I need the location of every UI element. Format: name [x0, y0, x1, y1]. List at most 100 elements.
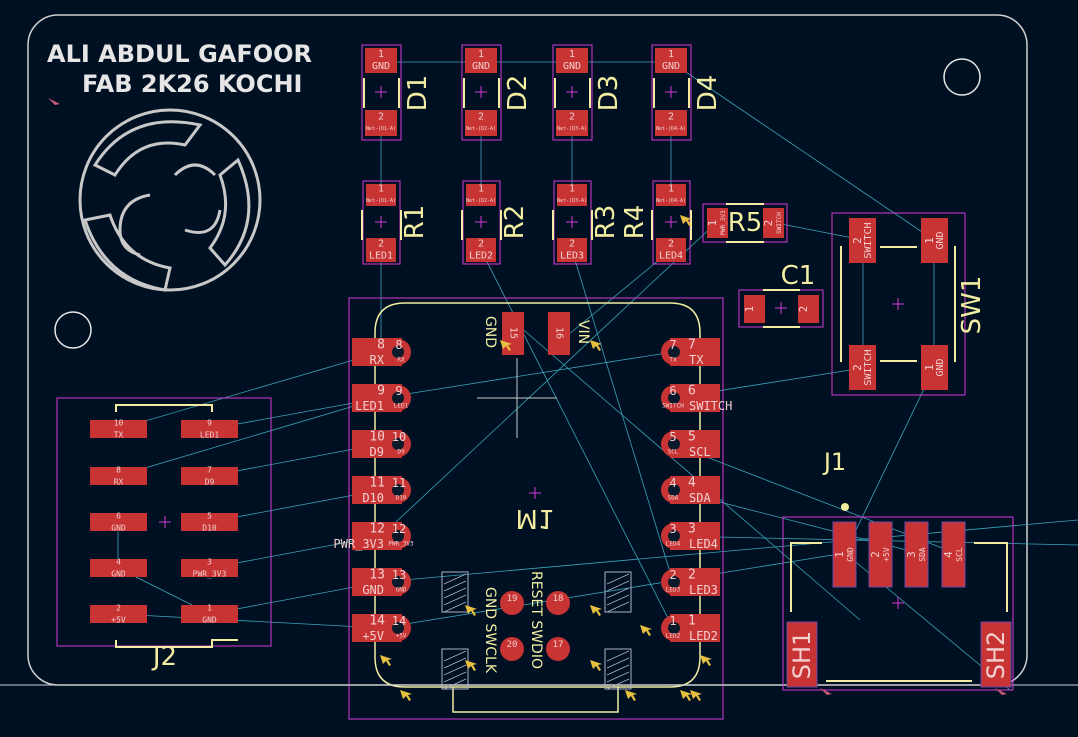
pad[interactable] [557, 238, 587, 262]
pad-number: 1 [743, 306, 756, 313]
pad[interactable] [921, 345, 948, 390]
pad[interactable] [465, 110, 497, 136]
pad-number: 2 [569, 112, 575, 123]
pad[interactable] [868, 521, 893, 588]
led-courtyard-D3[interactable] [552, 44, 593, 141]
pad[interactable] [707, 208, 728, 238]
hatch-line [606, 650, 630, 662]
pad-net-label: GND [563, 61, 581, 72]
pad[interactable] [90, 513, 147, 531]
pad[interactable] [655, 48, 687, 73]
keepout-zone [604, 571, 632, 613]
pad-net-label: LED4 [659, 251, 683, 262]
pad[interactable] [941, 521, 966, 588]
pad[interactable] [556, 48, 588, 73]
pad-net-label: LED2 [689, 629, 718, 643]
pad-number: 2 [668, 112, 674, 123]
pad[interactable] [655, 110, 687, 136]
pad-number: 2 [478, 112, 484, 123]
pad-net-label: SCL [955, 547, 964, 562]
pad[interactable] [366, 238, 396, 262]
drill-hole [392, 576, 404, 588]
pad[interactable] [466, 184, 496, 206]
hatch-line [443, 587, 467, 599]
pad-net-label: Net-(D1-A) [366, 126, 396, 132]
pad[interactable] [656, 238, 686, 262]
pad[interactable] [849, 345, 876, 390]
pad-round[interactable] [500, 637, 524, 661]
pad[interactable] [465, 48, 497, 73]
pad-round[interactable] [546, 637, 570, 661]
pad[interactable] [556, 110, 588, 136]
pad[interactable] [181, 467, 238, 485]
pad[interactable] [365, 110, 397, 136]
drc-marker-icon [465, 605, 477, 616]
pad-number-small: 9 [395, 384, 402, 398]
pad[interactable] [904, 521, 929, 588]
pad-number-small: 10 [392, 430, 406, 444]
pad-net-label-small: LED4 [666, 541, 681, 548]
pad-net-label-small: PWR_3V3 [388, 541, 414, 548]
j1-courtyard[interactable] [782, 516, 1014, 691]
pad-number: 16 [554, 327, 565, 339]
pad-number: 3 [207, 558, 212, 567]
pad-number-small: 8 [395, 338, 402, 352]
pad-round[interactable] [500, 591, 524, 615]
shield-pad[interactable] [786, 621, 818, 688]
mounting-hole [54, 311, 92, 349]
pad-net-label-small: D10 [396, 495, 407, 502]
led-courtyard-D2[interactable] [461, 44, 502, 141]
hatch-line [606, 664, 630, 676]
pad[interactable] [366, 184, 396, 206]
pad[interactable] [90, 605, 147, 623]
ratsnest-line [117, 351, 382, 430]
pad[interactable] [365, 48, 397, 73]
j2-reference-label: J2 [151, 642, 177, 672]
pad[interactable] [90, 467, 147, 485]
led-courtyard-D4[interactable] [651, 44, 692, 141]
shield-pad[interactable] [980, 621, 1012, 688]
pad[interactable] [181, 605, 238, 623]
pad-net-label: TX [114, 431, 124, 440]
pad[interactable] [90, 420, 147, 438]
pad-net-label-small: +5V [396, 633, 407, 640]
j1-reference-label: J1 [822, 448, 846, 476]
pad-net-label: PWR_3V3 [720, 210, 727, 236]
led-courtyard-D1[interactable] [361, 44, 402, 141]
pad[interactable] [548, 312, 570, 355]
pad-number: 4 [116, 558, 121, 567]
hatch-line [606, 601, 630, 613]
usb-outline [452, 687, 619, 713]
pad-net-label: GND [111, 570, 126, 579]
pad[interactable] [466, 238, 496, 262]
pad[interactable] [832, 521, 857, 588]
pad[interactable] [921, 218, 948, 263]
pad[interactable] [849, 218, 876, 263]
drc-marker-icon [640, 625, 652, 636]
pad-number: 1 [378, 184, 384, 195]
anchor-marker-icon [820, 688, 832, 695]
pad[interactable] [557, 184, 587, 206]
keepout-zone [441, 648, 469, 690]
pad-number-small: 14 [392, 614, 406, 628]
board-title-line-1: ALI ABDUL GAFOOR [47, 40, 312, 68]
pad[interactable] [744, 295, 765, 323]
pad-number-small: 2 [669, 568, 676, 582]
pad[interactable] [181, 420, 238, 438]
pad-round[interactable] [546, 591, 570, 615]
pad[interactable] [181, 513, 238, 531]
pad-net-label: SWITCH [863, 222, 874, 258]
m1-courtyard[interactable] [348, 297, 724, 720]
sw1-courtyard[interactable] [831, 212, 966, 396]
pad-number: 9 [207, 419, 212, 428]
pad[interactable] [656, 184, 686, 206]
pad[interactable] [798, 295, 819, 323]
pad[interactable] [763, 208, 784, 238]
pad-net-label: SDA [689, 491, 711, 505]
pad[interactable] [90, 559, 147, 577]
drc-marker-icon [465, 660, 477, 671]
pad-net-label-small: LED1 [394, 403, 409, 410]
pad[interactable] [181, 559, 238, 577]
